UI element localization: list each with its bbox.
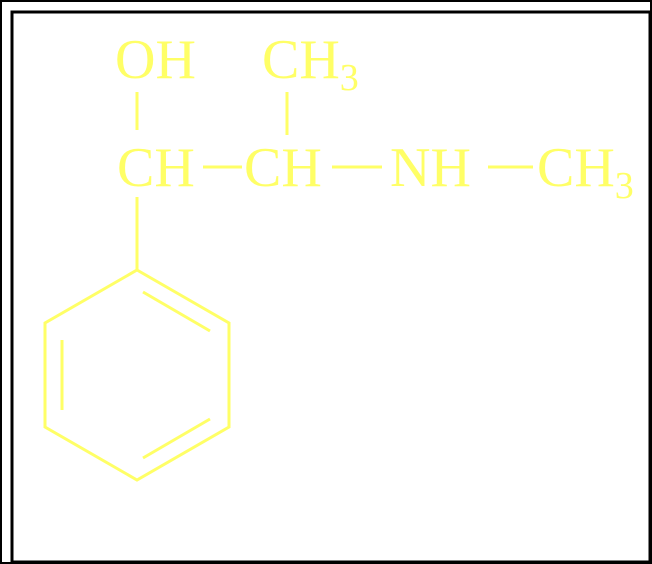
carbon-2-label: CH	[244, 137, 322, 199]
methyl-end-symbol: CH	[537, 137, 615, 199]
hydroxyl-label: OH	[115, 29, 196, 91]
methyl-top-subscript: 3	[340, 57, 359, 99]
methyl-end-label: CH3	[537, 137, 634, 207]
inner-border	[10, 10, 652, 564]
methyl-top-label: CH3	[262, 29, 359, 99]
methyl-top-symbol: CH	[262, 29, 340, 91]
amine-label: NH	[390, 137, 471, 199]
structure-group: OH CH3 CH CH NH CH3	[43, 29, 634, 482]
methyl-end-subscript: 3	[615, 165, 634, 207]
carbon-1-label: CH	[117, 137, 195, 199]
ring-inner-bond-2	[142, 417, 211, 460]
benzene-ring	[43, 268, 231, 482]
ring-inner-bond-1	[142, 290, 211, 333]
